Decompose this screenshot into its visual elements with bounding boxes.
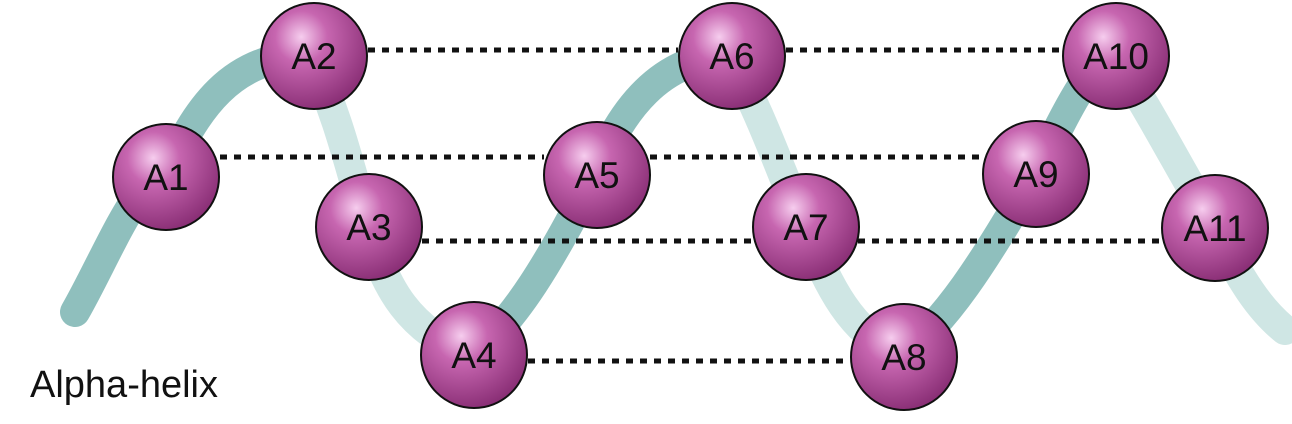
residue-label: A5 — [574, 155, 619, 196]
residue-label: A11 — [1183, 208, 1246, 249]
residue-label: A1 — [143, 157, 188, 198]
residue-a3: A3 — [315, 173, 423, 281]
residue-a9: A9 — [982, 120, 1090, 228]
residue-label: A4 — [451, 335, 496, 376]
residue-label: A9 — [1013, 154, 1058, 195]
residue-label: A2 — [291, 36, 336, 77]
diagram-caption: Alpha-helix — [30, 364, 218, 406]
residue-a2: A2 — [260, 2, 368, 110]
residue-label: A7 — [783, 207, 828, 248]
residue-label: A8 — [881, 337, 926, 378]
residue-a1: A1 — [112, 123, 220, 231]
residue-a8: A8 — [850, 303, 958, 411]
hydrogen-bonds — [220, 47, 1164, 364]
residue-a6: A6 — [678, 2, 786, 110]
residue-a5: A5 — [543, 121, 651, 229]
residue-a4: A4 — [420, 301, 528, 409]
residue-label: A10 — [1083, 36, 1149, 77]
residue-label: A6 — [709, 36, 754, 77]
residue-a11: A11 — [1161, 174, 1269, 282]
residue-a10: A10 — [1062, 2, 1170, 110]
residue-label: A3 — [346, 207, 391, 248]
residue-a7: A7 — [752, 173, 860, 281]
residues: A1 A2 A3 A4 A5 A6 A7 A8 — [112, 2, 1269, 411]
